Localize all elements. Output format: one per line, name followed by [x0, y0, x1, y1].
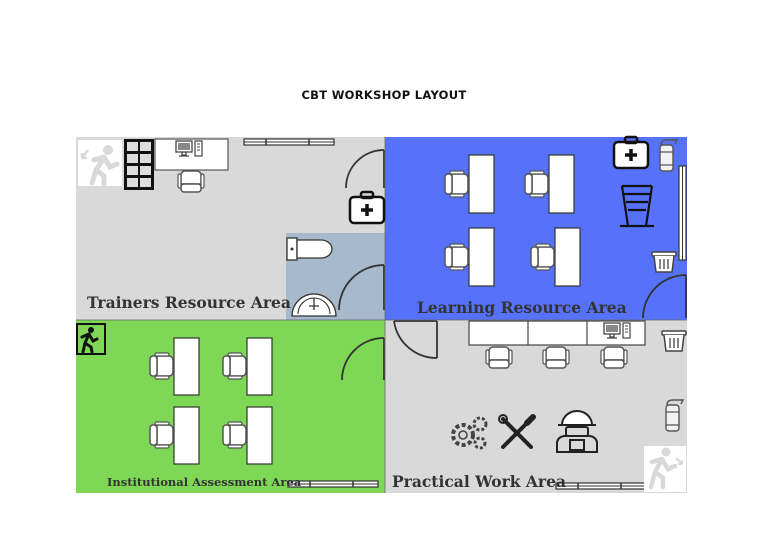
chair-icon — [177, 170, 205, 193]
chair-icon — [530, 243, 555, 271]
chair-icon — [222, 421, 247, 449]
emergency-exit-icon — [644, 446, 686, 492]
trainers-area-label: Trainers Resource Area — [87, 293, 291, 312]
worker-icon — [556, 410, 598, 453]
door-restroom — [338, 264, 385, 311]
window-top — [243, 138, 335, 146]
lectern-icon — [620, 184, 654, 228]
workbench — [468, 320, 646, 346]
first-aid-kit-icon — [612, 135, 650, 170]
window-bottom-left — [287, 480, 379, 488]
door-trainers — [345, 149, 385, 189]
chair-icon — [149, 421, 174, 449]
desk — [548, 154, 575, 214]
tools-icon — [498, 414, 536, 449]
desk — [554, 227, 581, 287]
trainer-desk — [154, 138, 229, 171]
door-practical — [393, 320, 438, 359]
desk — [246, 337, 273, 396]
desk — [173, 406, 200, 465]
chair-icon — [149, 352, 174, 380]
bookshelf-icon — [124, 139, 154, 190]
trash-bin-icon — [651, 251, 677, 273]
window-right — [678, 165, 687, 261]
door-learning — [642, 274, 687, 319]
trash-bin-icon — [661, 330, 687, 352]
practical-work-area — [385, 320, 687, 493]
learning-desks — [468, 154, 581, 287]
institutional-assessment-area — [76, 320, 385, 493]
desk — [468, 154, 495, 214]
practical-area-label: Practical Work Area — [392, 472, 566, 491]
emergency-exit-icon — [78, 140, 122, 187]
desk — [173, 337, 200, 396]
first-aid-kit-icon — [348, 190, 386, 225]
page-title: CBT WORKSHOP LAYOUT — [301, 88, 467, 102]
wash-basin-icon — [291, 293, 337, 317]
gears-icon — [451, 416, 488, 450]
chair-icon — [444, 243, 469, 271]
desk — [246, 406, 273, 465]
chair-icon — [542, 346, 570, 369]
chair-icon — [444, 170, 469, 198]
chair-icon — [600, 346, 628, 369]
window-bottom-right — [555, 482, 647, 490]
assessment-desks — [173, 337, 273, 465]
door-assessment — [341, 337, 385, 381]
chair-icon — [524, 170, 549, 198]
assessment-area-label: Institutional Assessment Area — [107, 475, 302, 489]
desk — [468, 227, 495, 287]
chair-icon — [222, 352, 247, 380]
toilet-icon — [286, 237, 333, 261]
chair-icon — [485, 346, 513, 369]
learning-area-label: Learning Resource Area — [417, 298, 627, 317]
